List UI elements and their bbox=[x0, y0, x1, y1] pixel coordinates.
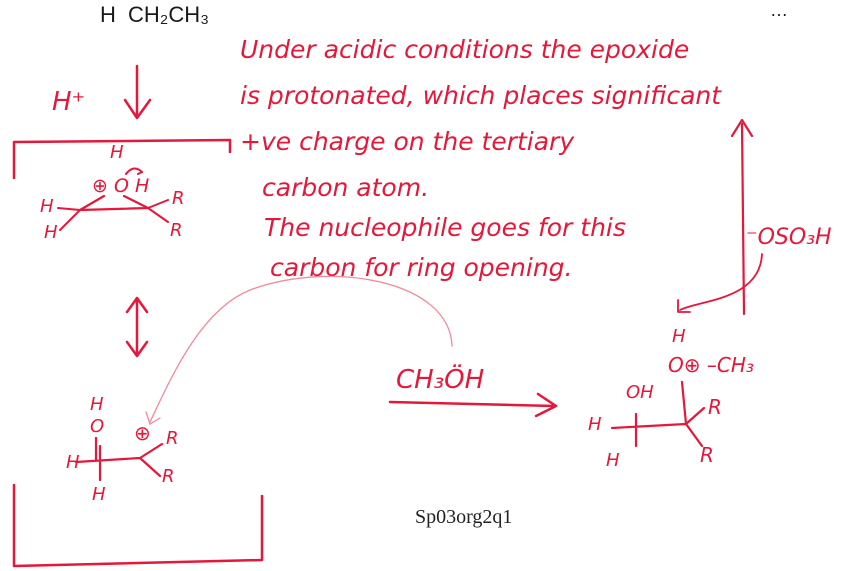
explanation-line-5: The nucleophile goes for this bbox=[264, 213, 626, 242]
epoxide-h2-label: H bbox=[44, 222, 58, 243]
epoxide-ring-bonds bbox=[78, 194, 150, 212]
product-h-on-o: H bbox=[672, 326, 686, 347]
curved-arrow-small bbox=[125, 167, 143, 175]
product-structure: H O⊕ –CH₃ OH H H R R bbox=[588, 326, 754, 471]
explanation-text: Under acidic conditions the epoxide is p… bbox=[240, 35, 722, 282]
oxonium-label: ⊕ O H bbox=[92, 175, 149, 197]
nucleophile-label: CH₃ÖH bbox=[396, 363, 484, 395]
epoxide-r1-label: R bbox=[172, 188, 185, 209]
carbocation-r1-label: R bbox=[166, 428, 179, 449]
carbocation-h-left: H bbox=[66, 452, 80, 473]
bracket-top bbox=[12, 138, 232, 180]
figure-caption: Sp03org2q1 bbox=[415, 506, 512, 528]
product-r2-label: R bbox=[700, 443, 714, 467]
carbocation-r2-label: R bbox=[162, 466, 175, 487]
reactant-ethyl-label: CH₂CH₃ bbox=[128, 2, 209, 27]
product-h2-label: H bbox=[606, 450, 620, 471]
nucleophile-attack-arrowhead bbox=[145, 411, 161, 425]
product-r1-label: R bbox=[708, 395, 722, 419]
carbocation-intermediate: H O ⊕ H H R R bbox=[66, 394, 179, 505]
epoxide-h1-label: H bbox=[40, 196, 54, 217]
explanation-line-3: +ve charge on the tertiary bbox=[240, 127, 575, 156]
equilibrium-double-arrow bbox=[125, 296, 149, 358]
explanation-line-6: carbon for ring opening. bbox=[270, 253, 573, 282]
product-oxonium-label: O⊕ –CH₃ bbox=[668, 353, 754, 377]
carbocation-charge: ⊕ bbox=[134, 421, 151, 445]
product-oh-label: OH bbox=[626, 382, 654, 403]
reactant-h-label: H bbox=[100, 2, 116, 27]
oxonium-h-label: H bbox=[110, 142, 124, 163]
deprotonation-arrows bbox=[677, 118, 763, 316]
carbocation-bonds bbox=[74, 436, 164, 482]
product-h1-label: H bbox=[588, 414, 602, 435]
base-label: ⁻OSO₃H bbox=[746, 225, 832, 250]
protonated-epoxide: H ⊕ O H H H R R bbox=[40, 142, 185, 243]
explanation-line-4: carbon atom. bbox=[262, 173, 429, 202]
carbocation-h-bottom: H bbox=[92, 484, 106, 505]
top-right-fragment: … bbox=[770, 0, 788, 20]
reaction-arrow bbox=[388, 392, 558, 418]
explanation-line-1: Under acidic conditions the epoxide bbox=[240, 35, 689, 64]
product-bonds bbox=[610, 380, 706, 448]
bracket-bottom bbox=[12, 483, 264, 568]
epoxide-r2-label: R bbox=[170, 220, 183, 241]
acid-reagent-label: H⁺ bbox=[52, 87, 85, 117]
carbocation-h-top: H bbox=[90, 394, 104, 415]
nucleophile-attack-curve bbox=[149, 275, 453, 423]
carbocation-o-label: O bbox=[90, 416, 104, 437]
explanation-line-2: is protonated, which places significant bbox=[240, 81, 722, 110]
epoxide-substituent-bonds bbox=[57, 199, 169, 231]
down-arrow-acid bbox=[123, 64, 152, 120]
